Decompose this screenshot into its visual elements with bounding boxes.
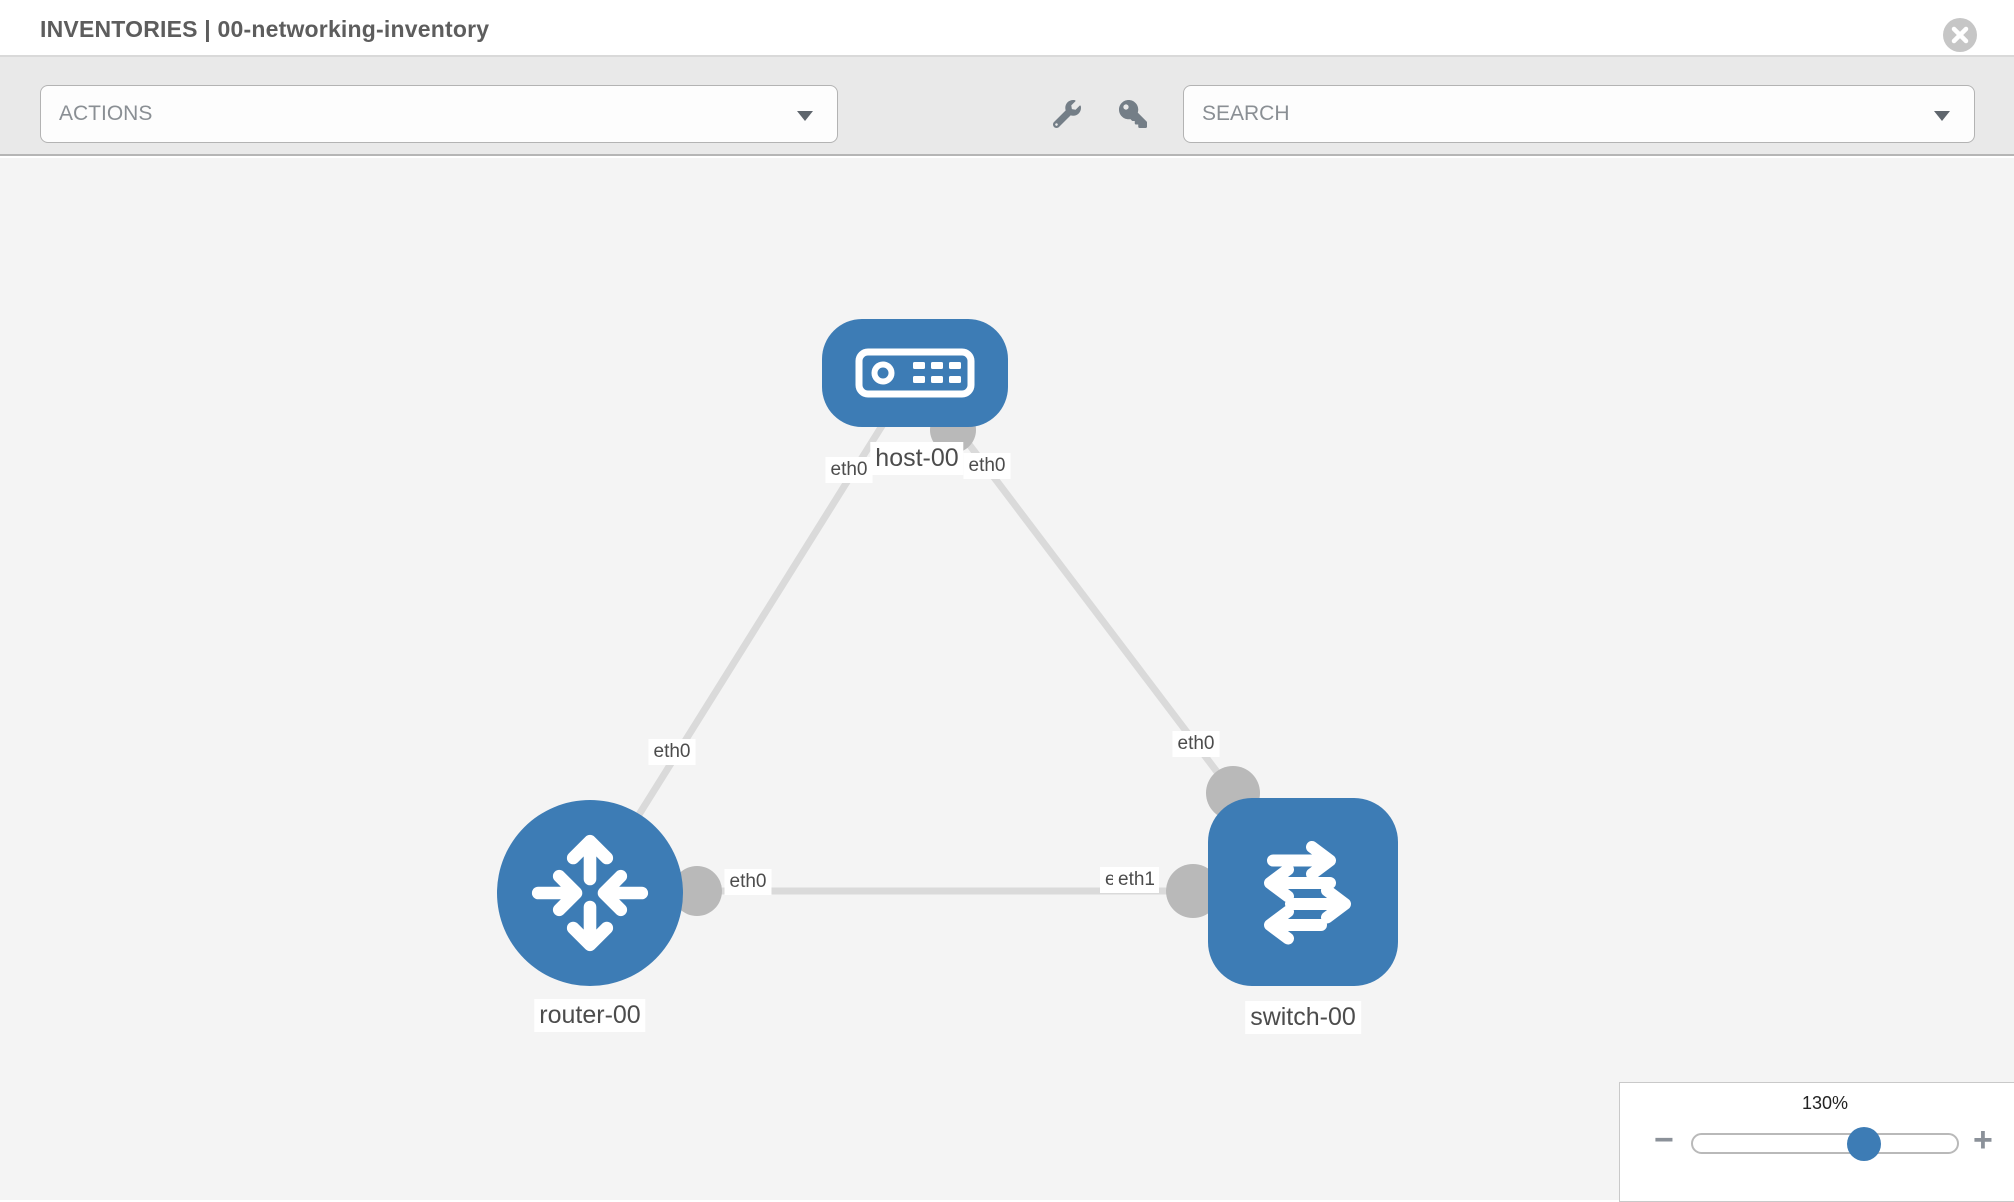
wrench-icon[interactable] (1040, 87, 1094, 141)
node-label-router: router-00 (534, 999, 646, 1032)
actions-dropdown[interactable]: ACTIONS (40, 85, 838, 143)
modal-header: INVENTORIES | 00-networking-inventory (0, 0, 2014, 57)
node-router-00[interactable] (497, 800, 683, 986)
iface-label: eth0 (963, 453, 1011, 479)
iface-label: eth0 (1172, 731, 1220, 757)
chevron-down-icon (797, 111, 813, 121)
router-arrows-icon (531, 834, 649, 952)
search-dropdown[interactable]: SEARCH (1183, 85, 1975, 143)
node-switch-00[interactable] (1208, 798, 1398, 986)
iface-label: eth1 (1113, 867, 1159, 893)
zoom-slider-handle[interactable] (1847, 1127, 1881, 1161)
chevron-down-icon (1934, 111, 1950, 121)
search-placeholder: SEARCH (1202, 102, 1290, 125)
zoom-in-icon[interactable]: + (1973, 1121, 1993, 1159)
server-icon (855, 348, 975, 398)
iface-label: eth0 (825, 457, 873, 483)
toolbar: ACTIONS SEARCH (0, 57, 2014, 156)
node-host-00[interactable] (822, 319, 1008, 427)
iface-label: eth0 (648, 739, 696, 765)
node-label-host: host-00 (870, 442, 964, 475)
page-title: INVENTORIES | 00-networking-inventory (40, 16, 490, 42)
x-glyph (1951, 26, 1969, 44)
switch-arrows-icon (1264, 841, 1351, 945)
zoom-level-value: 130% (1801, 1093, 1849, 1113)
interface-dot-switch-left[interactable] (1166, 864, 1220, 918)
links-layer (587, 370, 1303, 918)
key-icon[interactable] (1106, 87, 1160, 141)
node-label-switch: switch-00 (1245, 1001, 1361, 1034)
topology-canvas[interactable]: eth0 eth0 eth0 eth0 eth0 eth0 eth1 host-… (0, 158, 2014, 1200)
close-icon[interactable] (1943, 18, 1977, 52)
iface-label: eth0 (724, 869, 772, 895)
iface-label-pair: eth0 eth1 (1100, 867, 1159, 893)
actions-dropdown-label: ACTIONS (59, 102, 153, 125)
zoom-out-icon[interactable]: − (1654, 1121, 1674, 1159)
zoom-panel: 130% − + (1619, 1082, 2014, 1202)
zoom-slider-track[interactable] (1691, 1133, 1959, 1154)
interface-dot-router[interactable] (672, 866, 722, 916)
